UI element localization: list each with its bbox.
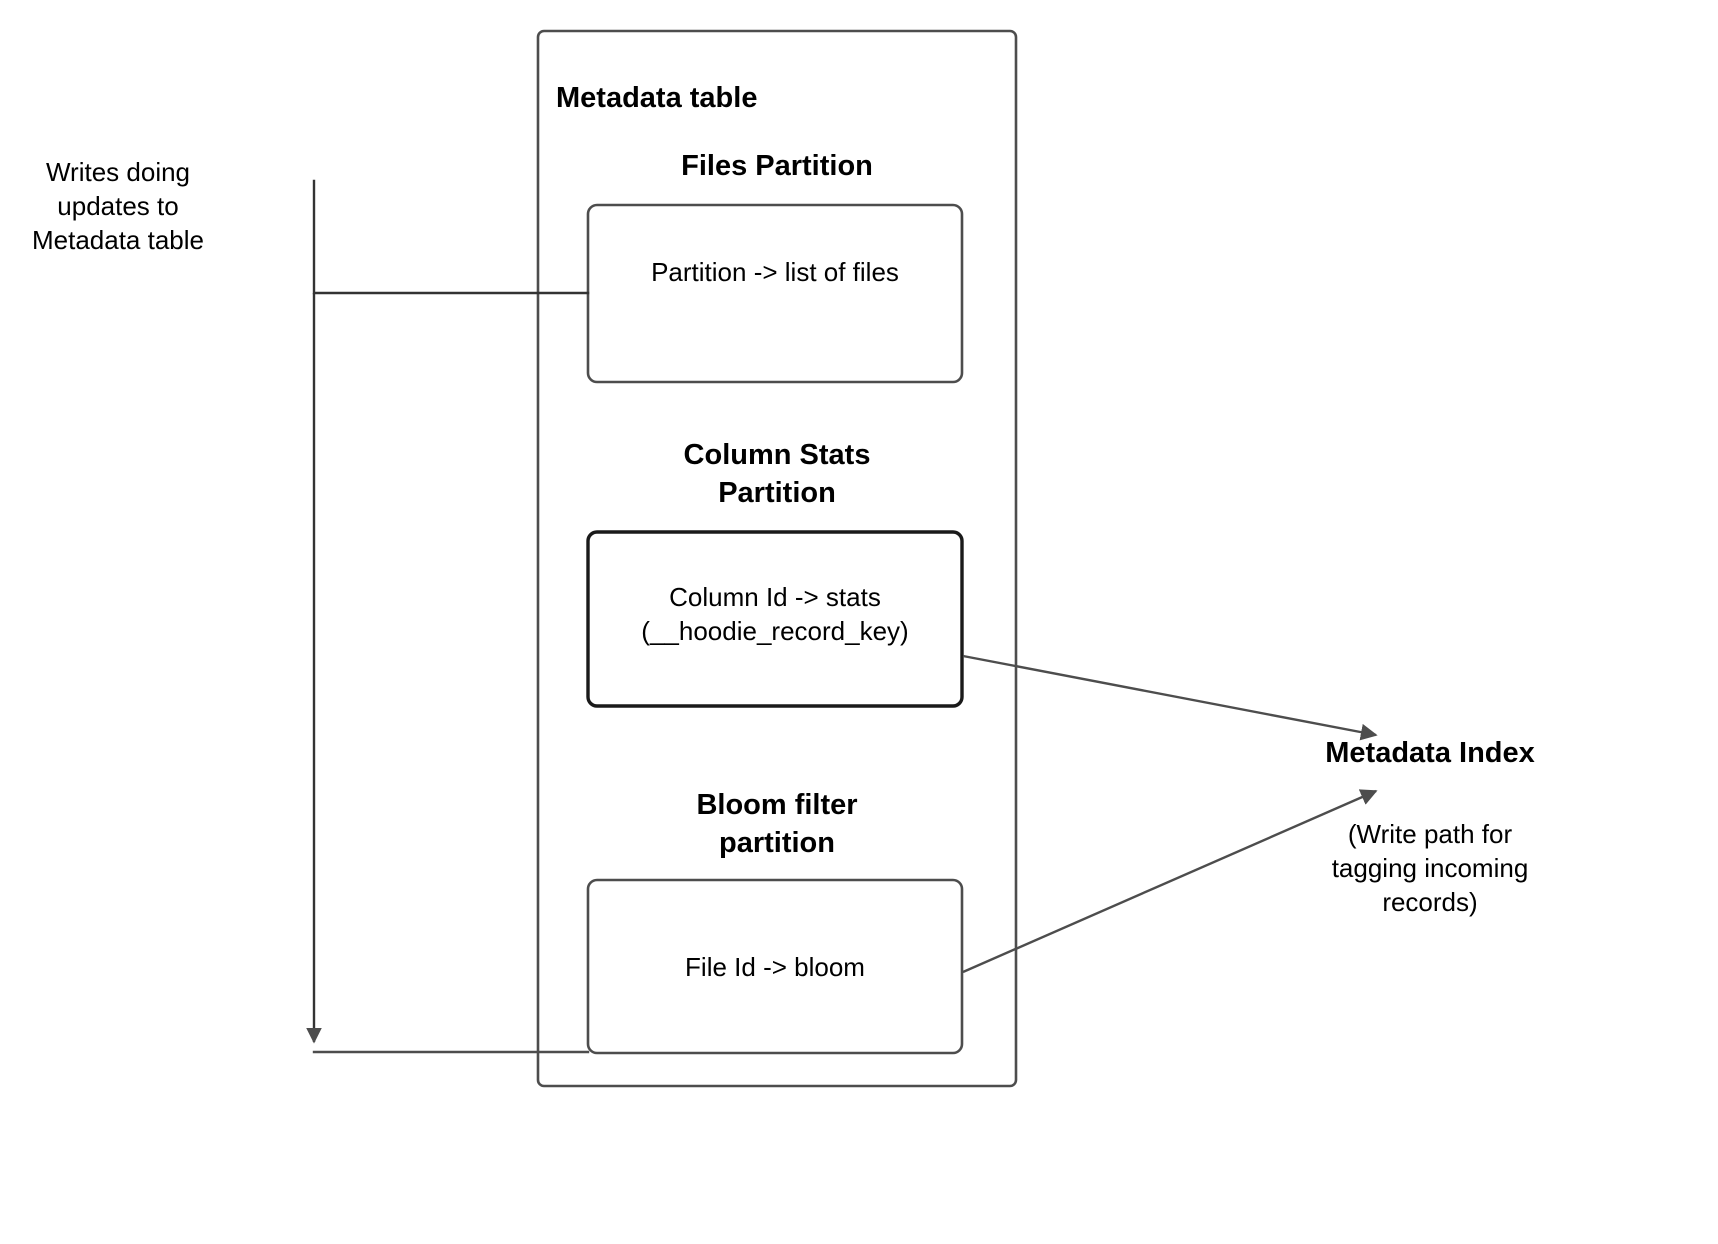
connector-column-stats-to-metadata-index — [962, 654, 1378, 741]
column-stats-partition-heading: Column Stats Partition — [683, 439, 871, 509]
files-partition-box-label: Partition -> list of files — [651, 257, 899, 287]
writes-note-label: Writes doing updates to Metadata table — [31, 157, 204, 255]
connector-writes-to-files-partition — [312, 179, 590, 295]
files-partition-heading: Files Partition — [681, 150, 873, 182]
files-partition-box — [586, 203, 964, 384]
column-stats-partition-box-label: Column Id -> stats (__hoodie_record_key) — [641, 582, 909, 646]
metadata-index-title: Metadata Index — [1325, 737, 1535, 769]
bloom-filter-partition-heading: Bloom filter partition — [696, 789, 858, 859]
bloom-filter-partition-box-label: File Id -> bloom — [685, 952, 865, 982]
metadata-index-caption: (Write path for tagging incoming records… — [1331, 819, 1529, 917]
metadata-table-container — [536, 29, 1018, 1088]
metadata-table-title: Metadata table — [556, 82, 758, 114]
